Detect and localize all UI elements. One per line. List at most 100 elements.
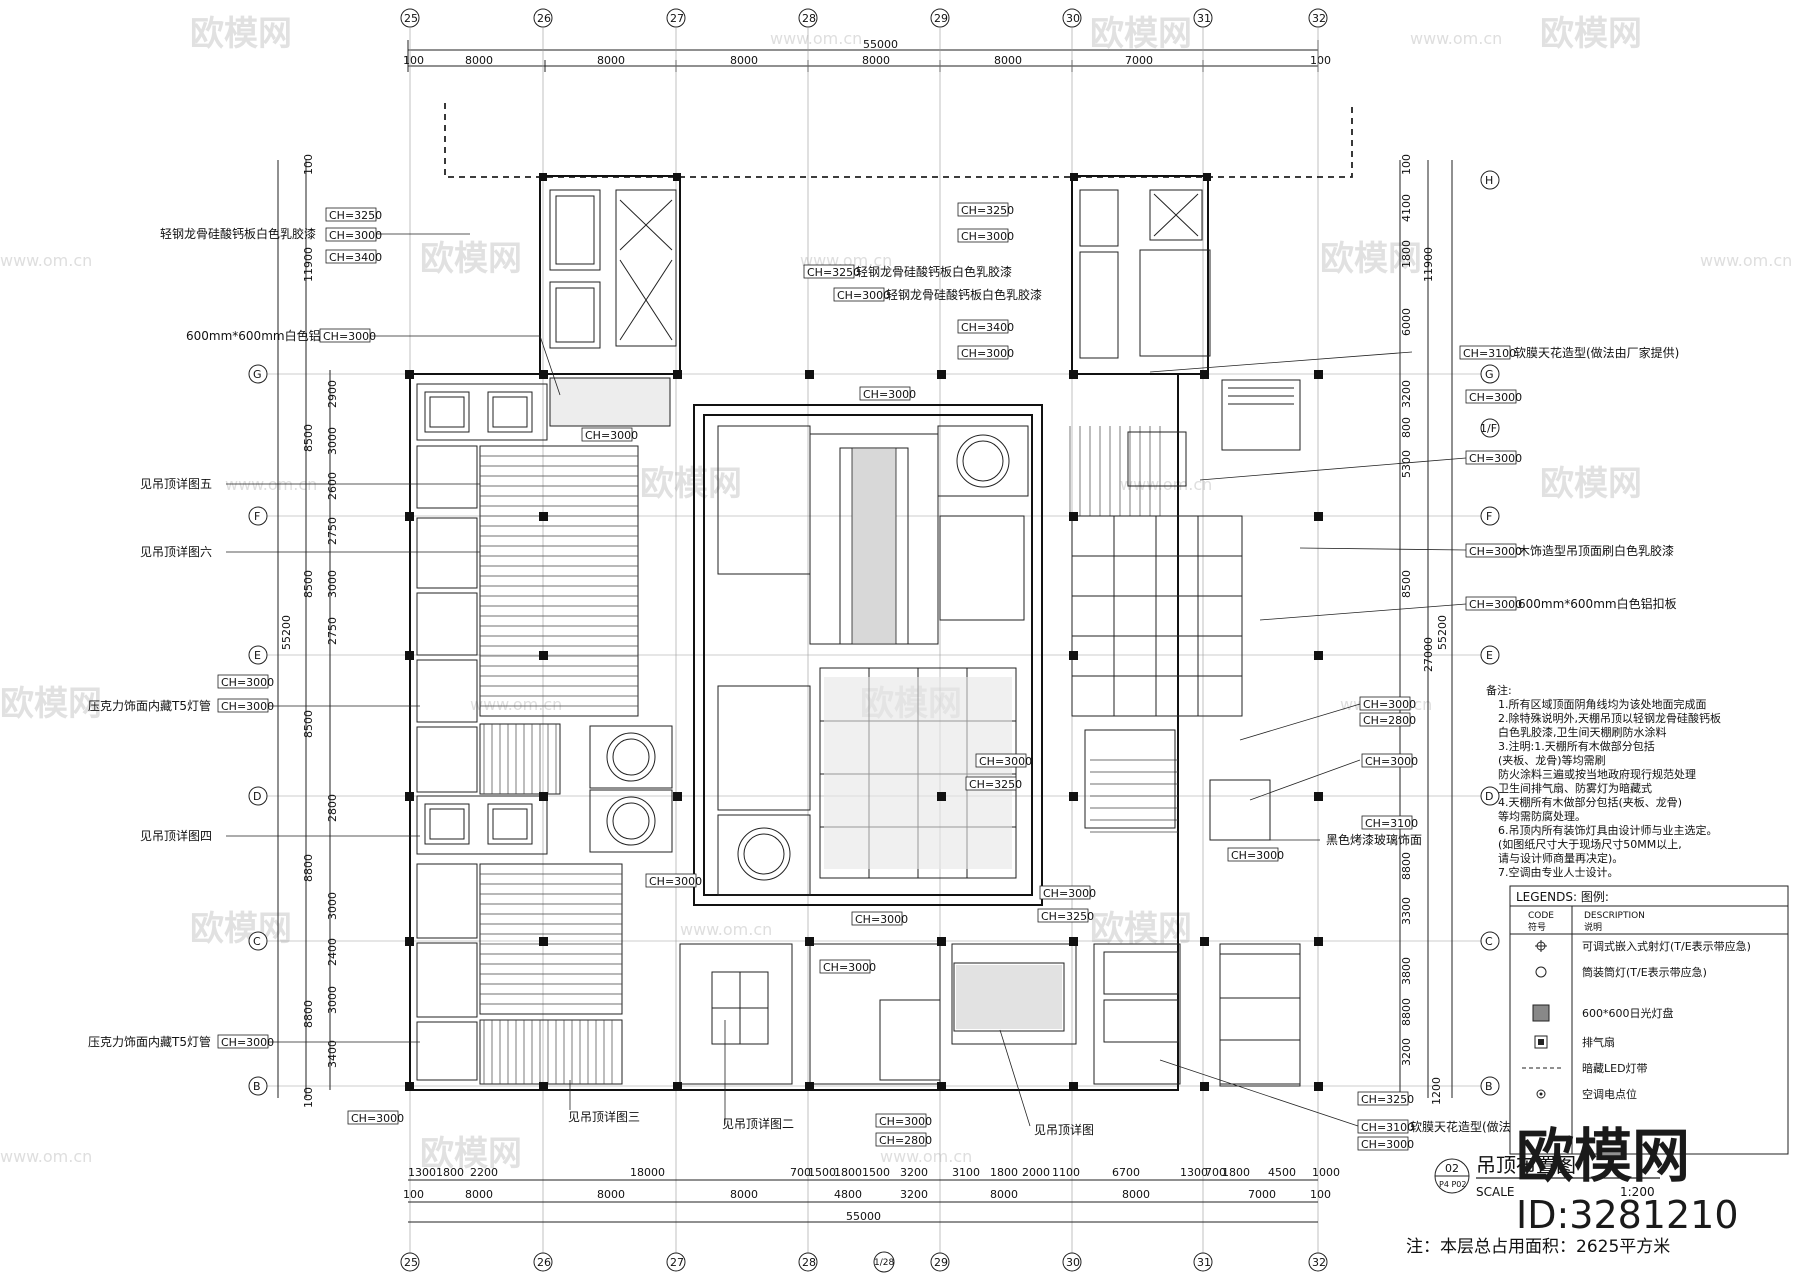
grid-bubble: 32 (1308, 1252, 1328, 1272)
dim-overall-bottom: 55000 (846, 1210, 881, 1223)
svg-text:CH=3000: CH=3000 (1469, 452, 1522, 465)
svg-text:1/28: 1/28 (874, 1258, 894, 1268)
grid-bubble: 32 (1308, 8, 1328, 28)
svg-text:28: 28 (802, 1256, 816, 1269)
label-detail: 见吊顶详图 (1034, 1122, 1094, 1137)
grid-bubble: D (248, 786, 268, 806)
svg-text:CH=3000: CH=3000 (823, 961, 876, 974)
svg-text:8500: 8500 (302, 710, 315, 738)
svg-text:2800: 2800 (326, 794, 339, 822)
left-bays (416, 383, 639, 1085)
grid-bubble: 25 (400, 8, 420, 28)
legend-row-text: 暗藏LED灯带 (1582, 1061, 1648, 1075)
svg-text:11900: 11900 (1422, 247, 1435, 282)
svg-text:25: 25 (404, 12, 418, 25)
svg-text:1800: 1800 (436, 1166, 464, 1179)
grid-ceiling-small (549, 377, 671, 427)
svg-text:3300: 3300 (1400, 897, 1413, 925)
svg-text:1/F: 1/F (1480, 422, 1497, 435)
right-dimension-lines (1399, 160, 1453, 1098)
label-detail-2: 见吊顶详图二 (722, 1116, 794, 1131)
right-annotation-leaders (1149, 351, 1467, 1127)
svg-text:18000: 18000 (630, 1166, 665, 1179)
svg-text:4.天棚所有木做部分包括(夹板、龙骨): 4.天棚所有木做部分包括(夹板、龙骨) (1498, 795, 1682, 809)
svg-text:27: 27 (670, 1256, 684, 1269)
svg-text:30: 30 (1066, 12, 1080, 25)
exhaust-fan-icon (1534, 1035, 1548, 1049)
svg-text:CH=3250: CH=3250 (329, 209, 382, 222)
striped-panels (480, 426, 1178, 1084)
svg-text:27000: 27000 (1422, 637, 1435, 672)
svg-text:3200: 3200 (1400, 380, 1413, 408)
grid-bubble: B (1480, 1076, 1500, 1096)
grid-bubble: F (1480, 506, 1500, 526)
svg-text:32: 32 (1312, 1256, 1326, 1269)
svg-text:CH=3000: CH=3000 (1043, 887, 1096, 900)
svg-text:CH=3000: CH=3000 (1231, 849, 1284, 862)
bottom-rooms (679, 943, 1301, 1087)
svg-text:B: B (253, 1080, 261, 1093)
svg-text:白色乳胶漆,卫生间天棚刷防水涂料: 白色乳胶漆,卫生间天棚刷防水涂料 (1498, 725, 1667, 739)
notes-block: 备注: 1.所有区域顶面阴角线均为该处地面完成面 2.除特殊说明外,天棚吊顶以轻… (1486, 683, 1721, 879)
svg-text:CH=3000: CH=3000 (351, 1112, 404, 1125)
svg-text:800: 800 (1400, 417, 1413, 438)
svg-text:3000: 3000 (326, 986, 339, 1014)
svg-text:3000: 3000 (326, 570, 339, 598)
svg-text:CH=3000: CH=3000 (649, 875, 702, 888)
svg-text:8000: 8000 (597, 1188, 625, 1201)
svg-text:29: 29 (934, 12, 948, 25)
watermark-url: www.om.cn (1700, 251, 1792, 270)
dim-seg: 8000 (994, 54, 1022, 67)
skylight-strip (851, 447, 897, 645)
svg-text:CH=3000: CH=3000 (863, 388, 916, 401)
svg-text:F: F (254, 510, 260, 523)
grid-bubble: 27 (666, 8, 686, 28)
dim-seg: 8000 (730, 54, 758, 67)
label-acrylic-t5: 压克力饰面内藏T5灯管 (88, 1034, 211, 1049)
legend-row-text: 空调电点位 (1582, 1087, 1637, 1101)
grid-bubble: G (1480, 364, 1500, 384)
svg-text:100: 100 (302, 154, 315, 175)
grid-bubbles-top: 25 26 27 28 29 30 31 32 (400, 8, 1328, 28)
grid-bubble: C (1480, 931, 1500, 951)
watermark-brand: 欧模网 (1090, 14, 1192, 54)
svg-text:1500: 1500 (862, 1166, 890, 1179)
svg-text:F: F (1486, 510, 1492, 523)
svg-text:4800: 4800 (834, 1188, 862, 1201)
svg-text:CH=3000: CH=3000 (1361, 1138, 1414, 1151)
svg-text:CH=3000: CH=3000 (1469, 598, 1522, 611)
svg-text:D: D (253, 790, 261, 803)
svg-text:B: B (1485, 1080, 1493, 1093)
svg-text:2400: 2400 (326, 938, 339, 966)
svg-text:1800: 1800 (1400, 240, 1413, 268)
svg-text:H: H (1485, 174, 1493, 187)
scale-value: 1:200 (1620, 1185, 1655, 1199)
svg-text:100: 100 (403, 1188, 424, 1201)
left-dimension-lines (277, 160, 331, 1098)
watermark-brand: 欧模网 (1320, 239, 1422, 279)
svg-text:3200: 3200 (900, 1188, 928, 1201)
center-ch-tags: CH=3250 CH=3000 CH=3000 CH=3250 CH=3000 … (803, 202, 1284, 1147)
grid-bubble: B (248, 1076, 268, 1096)
svg-text:8800: 8800 (302, 1000, 315, 1028)
watermark-url: www.om.cn (1410, 29, 1502, 48)
watermark-brand: 欧模网 (1540, 464, 1642, 504)
legend-title: LEGENDS: 图例: (1516, 890, 1609, 904)
svg-text:28: 28 (802, 12, 816, 25)
svg-text:2200: 2200 (470, 1166, 498, 1179)
svg-text:2600: 2600 (326, 472, 339, 500)
svg-text:6700: 6700 (1112, 1166, 1140, 1179)
svg-text:700: 700 (1205, 1166, 1226, 1179)
grid-bubbles-left: G F E D C B (248, 364, 268, 1096)
label-soft-film: 软膜天花造型(做法由厂家提供) (1514, 345, 1679, 360)
svg-text:CH=3000: CH=3000 (1469, 545, 1522, 558)
svg-text:1800: 1800 (990, 1166, 1018, 1179)
svg-text:6.吊顶内所有装饰灯具由设计师与业主选定。: 6.吊顶内所有装饰灯具由设计师与业主选定。 (1498, 823, 1718, 837)
grid-bubble: 29 (930, 8, 950, 28)
dim-seg: 100 (403, 54, 424, 67)
watermark-url: www.om.cn (0, 251, 92, 270)
bottom-dim-row1: 1300 1800 2200 18000 700 1500 1800 1500 … (408, 1166, 1340, 1179)
svg-text:2750: 2750 (326, 517, 339, 545)
grid-bubble: C (248, 931, 268, 951)
